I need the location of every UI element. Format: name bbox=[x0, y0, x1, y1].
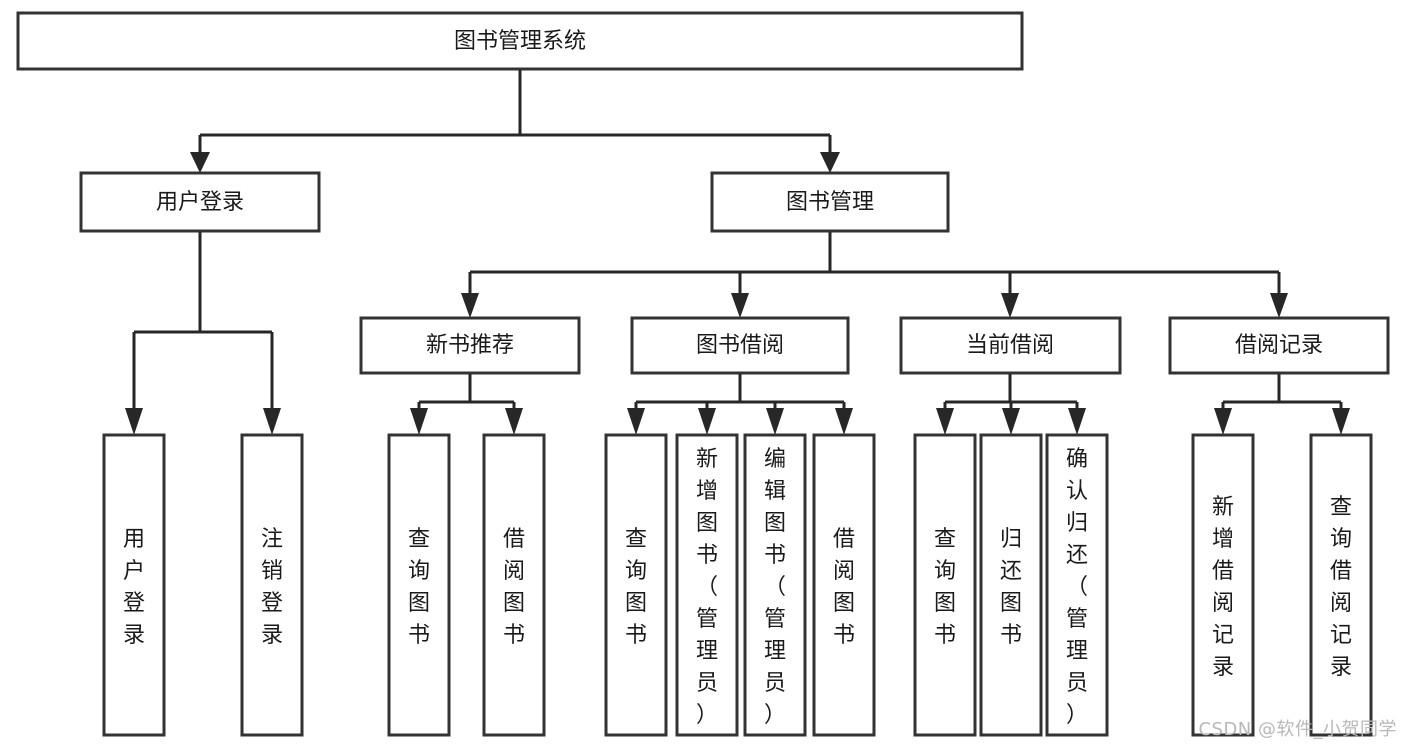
node-leaf-return-book[interactable]: 归还图书 bbox=[979, 433, 1043, 737]
node-user-login[interactable]: 用户登录 bbox=[79, 171, 321, 233]
arrow-to-leaf-edit-book bbox=[766, 408, 784, 435]
arrow-to-leaf-user-login bbox=[125, 408, 143, 435]
node-leaf-query-book-b[interactable]: 查询图书 bbox=[604, 433, 668, 737]
arrow-to-leaf-query-book-rec bbox=[410, 408, 428, 435]
node-leaf-edit-book-box[interactable] bbox=[743, 433, 807, 737]
node-leaf-user-login-label: 用户登录 bbox=[123, 527, 145, 648]
node-leaf-query-book-rec[interactable]: 查询图书 bbox=[387, 433, 451, 737]
arrow-to-leaf-query-book-c bbox=[936, 408, 954, 435]
node-current-borrow[interactable]: 当前借阅 bbox=[899, 316, 1122, 375]
node-leaf-borrow-book-b-box[interactable] bbox=[812, 433, 876, 737]
node-user-login-box[interactable] bbox=[79, 171, 321, 233]
node-leaf-add-record-label: 新增借阅记录 bbox=[1212, 495, 1234, 680]
node-leaf-borrow-book-rec-label: 借阅图书 bbox=[503, 527, 525, 648]
node-leaf-confirm-return-label: 确认归还（管理员） bbox=[1066, 447, 1088, 728]
node-leaf-add-book-label: 新增图书（管理员） bbox=[696, 447, 718, 728]
node-root-label: 图书管理系统 bbox=[454, 29, 586, 54]
node-leaf-query-record-label: 查询借阅记录 bbox=[1330, 495, 1352, 680]
node-leaf-return-book-label: 归还图书 bbox=[1000, 527, 1022, 648]
node-leaf-logout-label: 注销登录 bbox=[261, 527, 283, 648]
arrow-to-leaf-add-book bbox=[698, 408, 716, 435]
node-book-borrow-box[interactable] bbox=[630, 316, 850, 375]
connectors-layer bbox=[125, 69, 1350, 435]
node-leaf-borrow-book-b[interactable]: 借阅图书 bbox=[812, 433, 876, 737]
node-book-borrow-label: 图书借阅 bbox=[696, 333, 784, 358]
node-leaf-borrow-book-b-label: 借阅图书 bbox=[833, 527, 855, 648]
node-leaf-borrow-book-rec-box[interactable] bbox=[482, 433, 546, 737]
node-borrow-record-box[interactable] bbox=[1168, 316, 1390, 375]
node-leaf-query-book-c-label: 查询图书 bbox=[934, 527, 956, 648]
node-leaf-query-book-rec-box[interactable] bbox=[387, 433, 451, 737]
arrow-to-book-borrow bbox=[731, 293, 749, 318]
arrow-to-current-borrow bbox=[1001, 293, 1019, 318]
node-leaf-query-book-c[interactable]: 查询图书 bbox=[913, 433, 977, 737]
node-new-book-rec-box[interactable] bbox=[359, 316, 581, 375]
node-leaf-add-record-box[interactable] bbox=[1191, 433, 1255, 737]
node-leaf-query-book-c-box[interactable] bbox=[913, 433, 977, 737]
node-leaf-add-record[interactable]: 新增借阅记录 bbox=[1191, 433, 1255, 737]
connector-root-bus bbox=[198, 69, 832, 155]
arrow-to-user-login bbox=[190, 152, 210, 173]
node-current-borrow-box[interactable] bbox=[899, 316, 1122, 375]
connector-book-borrow-bus bbox=[634, 373, 846, 412]
node-leaf-add-book-box[interactable] bbox=[675, 433, 739, 737]
node-leaf-add-book[interactable]: 新增图书（管理员） bbox=[675, 433, 739, 737]
node-new-book-rec[interactable]: 新书推荐 bbox=[359, 316, 581, 375]
arrow-to-leaf-add-record bbox=[1214, 408, 1232, 435]
node-leaf-query-record[interactable]: 查询借阅记录 bbox=[1309, 433, 1373, 737]
arrow-to-leaf-query-record bbox=[1332, 408, 1350, 435]
node-book-manage-label: 图书管理 bbox=[786, 190, 874, 215]
arrow-to-leaf-return-book bbox=[1002, 408, 1020, 435]
arrow-to-leaf-borrow-book-b bbox=[835, 408, 853, 435]
node-leaf-user-login[interactable]: 用户登录 bbox=[102, 433, 166, 737]
node-root[interactable]: 图书管理系统 bbox=[16, 11, 1024, 71]
node-current-borrow-label: 当前借阅 bbox=[966, 333, 1054, 358]
connector-book-manage-bus bbox=[468, 231, 1281, 296]
node-leaf-query-book-rec-label: 查询图书 bbox=[408, 527, 430, 648]
node-leaf-return-book-box[interactable] bbox=[979, 433, 1043, 737]
connector-user-login-bus bbox=[132, 231, 274, 412]
arrow-to-leaf-logout bbox=[263, 408, 281, 435]
node-leaf-user-login-box[interactable] bbox=[102, 433, 166, 737]
node-new-book-rec-label: 新书推荐 bbox=[426, 333, 514, 358]
arrow-to-book-manage bbox=[820, 152, 840, 173]
connector-current-borrow-bus bbox=[943, 373, 1079, 412]
node-root-box[interactable] bbox=[16, 11, 1024, 71]
node-leaf-edit-book-label: 编辑图书（管理员） bbox=[764, 447, 786, 728]
node-leaf-borrow-book-rec[interactable]: 借阅图书 bbox=[482, 433, 546, 737]
node-leaf-edit-book[interactable]: 编辑图书（管理员） bbox=[743, 433, 807, 737]
leaf-nodes-layer: 用户登录 注销登录 查询图书 借阅图书 查询图书 新增图书（管理员） bbox=[102, 433, 1373, 737]
arrow-to-leaf-query-book-b bbox=[627, 408, 645, 435]
node-leaf-logout[interactable]: 注销登录 bbox=[240, 433, 304, 737]
node-leaf-query-book-b-box[interactable] bbox=[604, 433, 668, 737]
node-leaf-logout-box[interactable] bbox=[240, 433, 304, 737]
connector-borrow-record-bus bbox=[1221, 373, 1343, 412]
node-leaf-query-book-b-label: 查询图书 bbox=[625, 527, 647, 648]
node-book-manage-box[interactable] bbox=[710, 171, 950, 233]
node-book-borrow[interactable]: 图书借阅 bbox=[630, 316, 850, 375]
connector-new-book-rec-bus bbox=[417, 373, 516, 412]
arrow-to-borrow-record bbox=[1270, 293, 1288, 318]
arrow-to-leaf-confirm-return bbox=[1068, 408, 1086, 435]
node-leaf-query-record-box[interactable] bbox=[1309, 433, 1373, 737]
node-borrow-record-label: 借阅记录 bbox=[1235, 333, 1323, 358]
node-leaf-confirm-return[interactable]: 确认归还（管理员） bbox=[1045, 433, 1109, 737]
arrow-to-new-book-rec bbox=[461, 293, 479, 318]
node-user-login-label: 用户登录 bbox=[156, 190, 244, 215]
node-leaf-confirm-return-box[interactable] bbox=[1045, 433, 1109, 737]
csdn-watermark: CSDN @软件_小贺同学 bbox=[1198, 719, 1397, 740]
node-book-manage[interactable]: 图书管理 bbox=[710, 171, 950, 233]
arrow-to-leaf-borrow-book-rec bbox=[505, 408, 523, 435]
node-borrow-record[interactable]: 借阅记录 bbox=[1168, 316, 1390, 375]
